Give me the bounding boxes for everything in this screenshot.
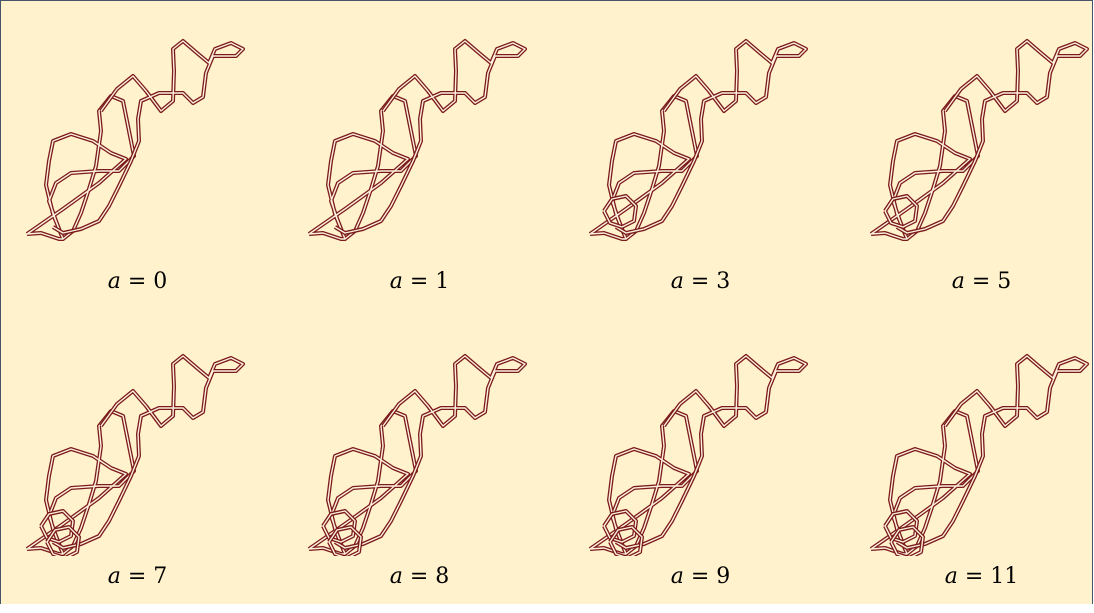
curve-highlight <box>52 355 244 549</box>
panel-5: a = 7 <box>1 311 274 613</box>
curve-highlight <box>52 40 244 234</box>
panel-4: a = 5 <box>845 1 1094 303</box>
panel-caption: a = 11 <box>944 564 1019 589</box>
panel-3: a = 3 <box>564 1 837 303</box>
curve-highlight <box>334 40 526 234</box>
curve-highlight <box>890 526 924 556</box>
curve-drawing <box>25 39 245 241</box>
panel-1: a = 0 <box>1 1 274 303</box>
curve-highlight <box>26 95 135 240</box>
panel-caption: a = 1 <box>389 269 450 294</box>
curve-outline <box>25 94 136 241</box>
panel-6: a = 8 <box>283 311 556 613</box>
curve-highlight <box>328 526 362 556</box>
panel-caption: a = 8 <box>389 564 450 589</box>
curve-highlight <box>884 195 918 228</box>
curve-group <box>307 354 527 556</box>
curve-group <box>869 354 1089 556</box>
panel-caption: a = 9 <box>670 564 731 589</box>
curve-highlight <box>334 355 526 549</box>
panel-caption: a = 3 <box>670 269 731 294</box>
curve-highlight <box>615 355 807 549</box>
curve-group <box>869 39 1089 241</box>
curve-drawing <box>588 354 808 556</box>
curve-group <box>588 354 808 556</box>
curve-drawing <box>307 354 527 556</box>
panel-caption: a = 0 <box>107 269 168 294</box>
curve-highlight <box>308 95 417 240</box>
panel-7: a = 9 <box>564 311 837 613</box>
curve-drawing <box>25 354 245 556</box>
curve-drawing <box>869 39 1089 241</box>
panel-8: a = 11 <box>845 311 1094 613</box>
curve-group <box>588 39 808 241</box>
curve-highlight <box>46 526 80 556</box>
curve-drawing <box>307 39 527 241</box>
panel-caption: a = 5 <box>951 269 1012 294</box>
curve-drawing <box>588 39 808 241</box>
curve-highlight <box>609 526 643 556</box>
panel-2: a = 1 <box>283 1 556 303</box>
curve-group <box>307 39 527 241</box>
curve-drawing <box>869 354 1089 556</box>
panel-caption: a = 7 <box>107 564 168 589</box>
curve-group <box>25 354 245 556</box>
curve-highlight <box>896 355 1088 549</box>
curve-group <box>25 39 245 241</box>
curve-highlight <box>896 40 1088 234</box>
curve-highlight <box>603 195 637 228</box>
curve-highlight <box>615 40 807 234</box>
curve-outline <box>307 94 418 241</box>
